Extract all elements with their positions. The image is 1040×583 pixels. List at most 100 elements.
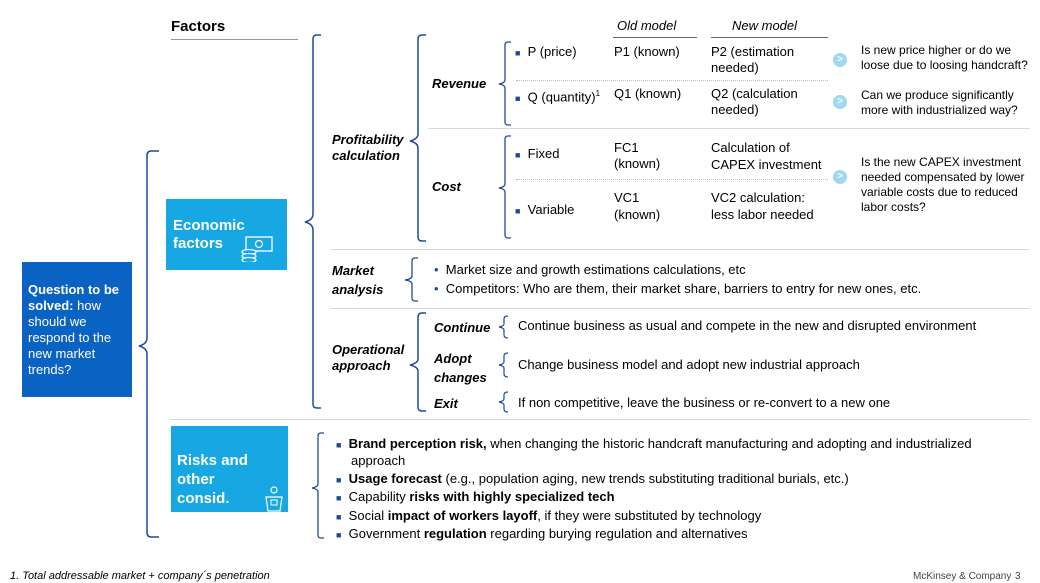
revenue-label: Revenue [432,76,487,91]
risk-item-4: ■ Social impact of workers layoff, if th… [336,508,761,525]
p-divider [516,80,828,81]
operational-label-2: approach [332,358,391,373]
fixed-divider [516,179,828,180]
risk-4-rest: , if they were substituted by technology [537,508,762,523]
market-item-2-text: Competitors: Who are them, their market … [445,281,922,296]
brand-footer: McKinsey & Company [913,571,1012,582]
q-quantity-item: ■ Q (quantity)1 [515,86,600,106]
p-old: P1 (known) [614,44,680,59]
question-bold: Question to be solved: [28,282,119,313]
p-price-item: ■ P (price) [515,44,577,61]
p-arrow-icon: > [833,53,847,67]
p-new-2: needed) [711,60,759,75]
economic-factors-box: Economic factors [166,199,287,270]
cost-question-1: Is the new CAPEX investment [861,155,1022,169]
bullet-icon: ■ [515,48,521,58]
market-item-1: • Market size and growth estimations cal… [434,262,746,277]
fixed-item: ■ Fixed [515,146,559,163]
economic-risks-divider [170,419,1030,420]
old-model-underline [613,37,697,38]
risk-2-bold: Usage forecast [348,471,442,486]
risk-5-rest: regarding burying regulation and alterna… [486,526,748,541]
q-old: Q1 (known) [614,86,682,101]
speaker-podium-icon [265,486,283,512]
adopt-label-2: changes [434,370,487,385]
risk-5-pre: Government [348,526,424,541]
factors-header: Factors [171,18,226,35]
profit-market-divider [330,249,1030,250]
var-new-2: less labor needed [711,207,814,222]
cost-question-3: variable costs due to reduced [861,185,1018,199]
main-bracket [138,150,159,538]
fixed-old-2: (known) [614,156,661,171]
bullet-icon: ■ [336,475,342,485]
p-question-2: loose due to loosing handcraft? [861,58,1028,72]
profitability-label-2: calculation [332,148,400,163]
adopt-bracket [498,352,509,378]
risks-label-1: Risks and [177,452,248,469]
variable-text: Variable [527,202,575,217]
risks-label-2: other [177,471,215,488]
exit-label: Exit [434,396,458,411]
question-box: Question to be solved: how should we res… [22,262,132,397]
factors-underline [171,39,298,40]
p-price-text: P (price) [527,44,577,59]
risk-item-5: ■ Government regulation regarding buryin… [336,526,748,543]
q-question-2: more with industrialized way? [861,103,1018,117]
bullet-icon: ■ [515,93,521,104]
continue-label: Continue [434,320,491,335]
adopt-text: Change business model and adopt new indu… [518,357,860,372]
var-old-2: (known) [614,207,661,222]
question-rest: how should we respond to the new market … [28,298,112,377]
risks-box: Risks and other consid. [171,426,288,512]
continue-bracket [498,315,509,339]
risk-2-rest: (e.g., population aging, new trends subs… [441,471,849,486]
cost-label: Cost [432,179,461,194]
exit-text: If non competitive, leave the business o… [518,395,891,410]
bullet-icon: ■ [336,440,342,450]
risk-4-pre: Social [348,508,388,523]
footnote: 1. Total addressable market + company´s … [10,570,270,582]
risk-3-bold: risks with highly specialized tech [409,489,615,504]
var-new-1: VC2 calculation: [711,190,805,205]
cost-bracket [498,135,511,239]
q-arrow-icon: > [833,95,847,109]
market-label-2: analysis [332,282,384,297]
bullet-icon: ■ [336,512,342,522]
cost-question-2: needed compensated by lower [861,170,1025,184]
exit-bracket [498,391,509,413]
revenue-cost-divider [428,128,1030,129]
risk-4-bold: impact of workers layoff [387,508,538,523]
new-model-underline [711,37,828,38]
cost-arrow-icon: > [833,170,847,184]
fixed-new-2: CAPEX investment [711,157,822,172]
new-model-header: New model [732,18,798,33]
market-item-1-text: Market size and growth estimations calcu… [445,262,746,277]
market-item-2: • Competitors: Who are them, their marke… [434,281,922,296]
q-footnote-mark: 1 [595,89,601,98]
profitability-label-1: Profitability [332,132,404,147]
old-model-header: Old model [617,18,677,33]
economic-label-2: factors [173,235,224,252]
economic-label-1: Economic [173,217,245,234]
page-number: 3 [1015,571,1021,582]
market-operational-divider [330,308,1030,309]
q-new-2: needed) [711,102,759,117]
bullet-icon: ■ [336,530,342,540]
q-quantity-text: Q (quantity) [527,89,596,105]
risks-label-3: consid. [177,490,230,507]
continue-text: Continue business as usual and compete i… [518,318,977,333]
risk-5-bold: regulation [423,526,487,541]
adopt-label-1: Adopt [434,351,472,366]
profitability-bracket [409,34,426,242]
risk-1-bold: Brand perception risk, [348,436,487,451]
economic-bracket [304,34,321,409]
p-new-1: P2 (estimation [711,44,795,59]
risk-item-2: ■ Usage forecast (e.g., population aging… [336,471,849,488]
fixed-new-1: Calculation of [711,140,790,155]
q-new-1: Q2 (calculation [711,86,798,101]
risk-3-pre: Capability [348,489,410,504]
var-old-1: VC1 [614,190,640,205]
operational-bracket [409,312,426,412]
fixed-text: Fixed [527,146,560,161]
